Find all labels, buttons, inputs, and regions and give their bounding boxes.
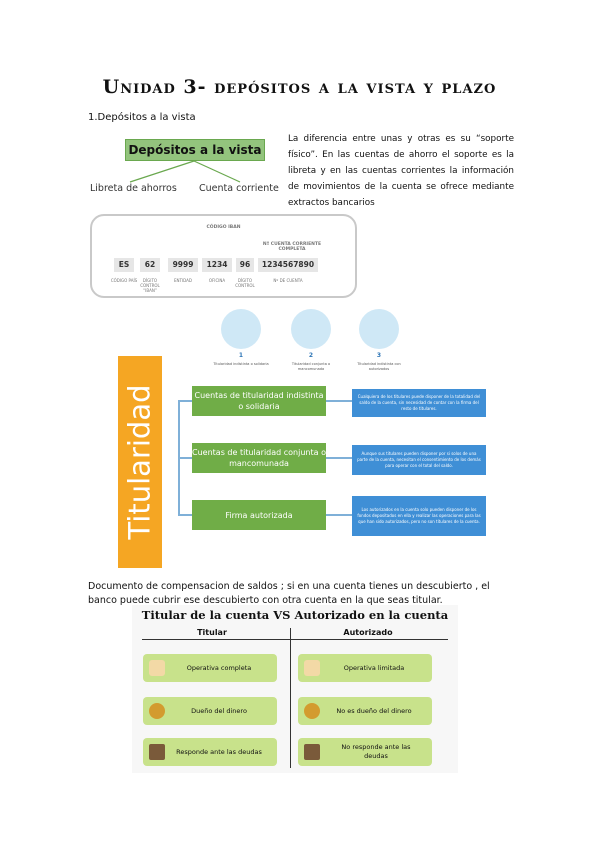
hands-icon <box>149 660 165 676</box>
couple-icon <box>359 309 399 349</box>
wallet-icon <box>304 744 320 760</box>
titularidad-types: 1 2 3 Titularidad indistinta o solidaria… <box>213 309 401 381</box>
connector-line <box>178 514 192 516</box>
col-titular: Titular <box>197 628 227 637</box>
iban-caption: DÍGITO CONTROL <box>235 278 255 288</box>
compensacion-text: Documento de compensacion de saldos ; si… <box>88 581 490 606</box>
titular-vs-title: Titular de la cuenta VS Autorizado en la… <box>141 608 449 622</box>
people-icon <box>221 309 261 349</box>
titularidad-label: Titularidad <box>123 384 157 540</box>
libreta-label: Libreta de ahorros <box>90 183 177 194</box>
coins-icon <box>149 703 165 719</box>
titular-row: Dueño del dinero <box>143 697 277 725</box>
depositos-arrows <box>129 160 241 183</box>
iban-cell: 1234 <box>202 258 232 272</box>
iban-caption: OFICINA <box>208 278 226 283</box>
type-text: Titularidad indistinta con autorizados <box>357 362 401 371</box>
autorizado-row: No es dueño del dinero <box>298 697 432 725</box>
divider <box>290 628 291 768</box>
iban-caption: DÍGITO CONTROL “IBAN” <box>140 278 160 293</box>
cuenta-corriente-label: Cuenta corriente <box>199 183 279 194</box>
iban-caption: Nº DE CUENTA <box>273 278 303 283</box>
divider <box>142 639 448 640</box>
coins-icon <box>304 703 320 719</box>
iban-subheader: Nº CUENTA CORRIENTE COMPLETA <box>262 242 322 252</box>
blue-box: Aunque sus titulares pueden disponer por… <box>352 445 486 475</box>
iban-diagram: CÓDIGO IBAN Nº CUENTA CORRIENTE COMPLETA… <box>90 214 357 298</box>
iban-caption: CÓDIGO PAÍS <box>110 278 138 283</box>
depositos-box: Depósitos a la vista <box>125 139 265 161</box>
section-heading: 1.Depósitos a la vista <box>88 112 196 123</box>
autorizado-row: Operativa limitada <box>298 654 432 682</box>
hands-icon <box>304 660 320 676</box>
type-number: 2 <box>308 352 314 359</box>
titular-row: Responde ante las deudas <box>143 738 277 766</box>
type-number: 3 <box>376 352 382 359</box>
iban-cell: 9999 <box>168 258 198 272</box>
iban-caption: ENTIDAD <box>174 278 192 283</box>
connector-line <box>178 400 192 402</box>
autorizado-row: No responde ante las deudas <box>298 738 432 766</box>
titularidad-bar <box>118 356 162 568</box>
wallet-icon <box>149 744 165 760</box>
group-icon <box>291 309 331 349</box>
green-box: Firma autorizada <box>192 500 326 530</box>
connector-line <box>326 514 352 516</box>
connector-line <box>326 457 352 459</box>
iban-cell: 62 <box>140 258 160 272</box>
iban-cell: 96 <box>236 258 254 272</box>
green-box: Cuentas de titularidad indistinta o soli… <box>192 386 326 416</box>
green-box: Cuentas de titularidad conjunta o mancom… <box>192 443 326 473</box>
iban-cell: 1234567890 <box>258 258 318 272</box>
paragraph-soporte: La diferencia entre unas y otras es su “… <box>288 134 514 208</box>
blue-box: Los autorizados en la cuenta solo pueden… <box>352 496 486 536</box>
iban-header: CÓDIGO IBAN <box>206 225 241 230</box>
type-text: Titularidad indistinta o solidaria <box>213 362 269 366</box>
connector-line <box>178 457 192 459</box>
iban-cell: ES <box>114 258 134 272</box>
col-autorizado: Autorizado <box>343 628 393 637</box>
page-title: Unidad 3- depósitos a la vista y plazo <box>102 76 497 98</box>
blue-box: Cualquiera de los titulares puede dispon… <box>352 389 486 417</box>
type-number: 1 <box>238 352 244 359</box>
connector-line <box>326 400 352 402</box>
titular-row: Operativa completa <box>143 654 277 682</box>
type-text: Titularidad conjunta o mancomunada <box>291 362 331 371</box>
